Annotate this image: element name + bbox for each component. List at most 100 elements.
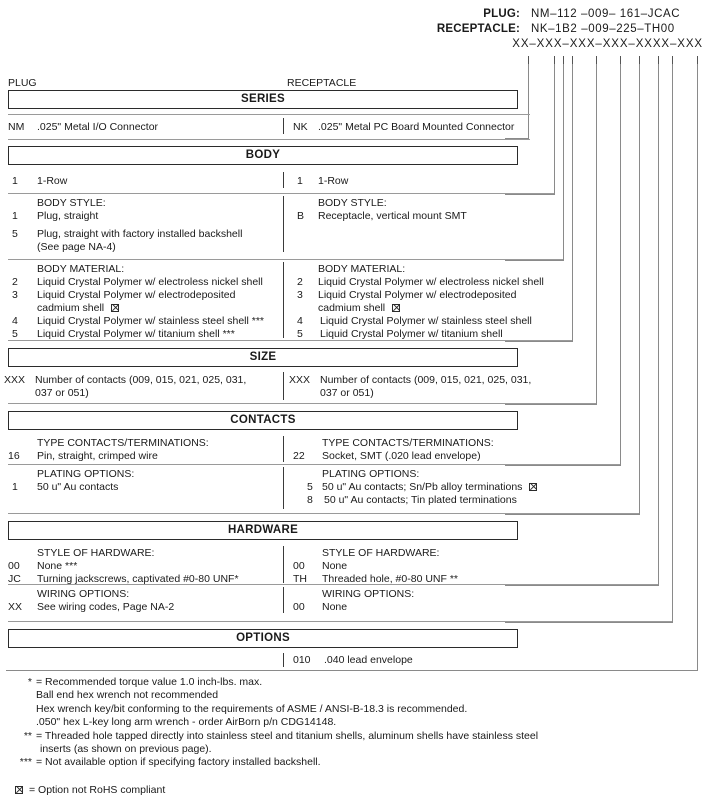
size-right-line1: Number of contacts (009, 015, 021, 025, … — [320, 374, 532, 386]
non-rohs-icon — [110, 304, 119, 312]
hardware-style-left-code-0: 00 — [8, 560, 20, 572]
section-title-contacts: CONTACTS — [8, 411, 518, 430]
leader-body-v — [554, 64, 555, 194]
leader-body-material-h — [505, 341, 573, 342]
leader-hardware-style-h — [505, 585, 659, 586]
size-left-line1: Number of contacts (009, 015, 021, 025, … — [35, 374, 247, 386]
sep-hardware-style — [8, 584, 658, 585]
receptacle-part-number-row: RECEPTACLE: NK–1B2 –009–225–TH00 — [420, 23, 703, 38]
column-caption-receptacle: RECEPTACLE — [287, 77, 357, 89]
body-row-left-code: 1 — [12, 175, 18, 187]
plating-right-text-0: 50 u" Au contacts; Sn/Pb alloy terminati… — [322, 481, 538, 494]
size-right-line2: 037 or 051) — [320, 387, 374, 399]
sep-body-material — [8, 340, 572, 341]
sep-contacts-type — [8, 464, 620, 465]
hardware-style-right-heading: STYLE OF HARDWARE: — [322, 547, 440, 559]
tick-plating — [639, 56, 640, 64]
plug-part-number-row: PLUG: NM–112 –009– 161–JCAC — [420, 8, 703, 23]
options-right-code-0: 010 — [293, 654, 311, 666]
body-style-right-code-0: B — [297, 210, 305, 222]
leader-options-v — [697, 64, 698, 670]
body-row-left-text: 1-Row — [37, 175, 68, 187]
body-material-left-code-4: 5 — [12, 328, 18, 340]
rohs-legend: = Option not RoHS compliant — [6, 784, 696, 796]
plating-right-text-0-label: 50 u" Au contacts; Sn/Pb alloy terminati… — [322, 481, 523, 493]
plug-label: PLUG: — [483, 8, 520, 20]
options-right-text-0: .040 lead envelope — [324, 654, 413, 666]
body-material-right-text-2-label: cadmium shell — [318, 302, 386, 314]
size-right-code: XXX — [289, 374, 311, 386]
leader-size-v — [596, 64, 597, 404]
body-style-left-text-2: (See page NA-4) — [37, 241, 116, 253]
section-title-series: SERIES — [8, 90, 518, 109]
contacts-type-right-text-0: Socket, SMT (.020 lead envelope) — [322, 450, 481, 462]
footnote-body-2: = Threaded hole tapped directly into sta… — [36, 729, 539, 742]
divider-body-row — [283, 172, 285, 188]
hardware-style-right-text-0: None — [322, 560, 348, 572]
footnote-single-asterisk: * = Recommended torque value 1.0 inch-lb… — [6, 676, 696, 689]
footnote-1-line-2: Ball end hex wrench not recommended — [36, 689, 219, 702]
leader-plating-v — [639, 64, 640, 514]
wiring-right-text-0: None — [322, 601, 348, 613]
non-rohs-icon — [15, 785, 23, 794]
divider-wiring — [283, 587, 285, 613]
body-style-left-text-1: Plug, straight with factory installed ba… — [37, 228, 243, 240]
series-right-code: NK — [293, 121, 308, 133]
body-material-left-text-0: Liquid Crystal Polymer w/ electroless ni… — [37, 276, 263, 288]
section-title-size: SIZE — [8, 348, 518, 367]
divider-body-material — [283, 262, 285, 338]
sep-size — [8, 403, 596, 404]
section-title-body: BODY — [8, 146, 518, 165]
body-style-left-heading: BODY STYLE: — [37, 197, 106, 209]
leader-body-h — [505, 194, 555, 195]
leader-hardware-style-v — [658, 64, 659, 585]
body-style-right-heading: BODY STYLE: — [318, 197, 387, 209]
leader-series-h — [505, 138, 529, 139]
tick-options — [697, 56, 698, 64]
footnotes: * = Recommended torque value 1.0 inch-lb… — [6, 676, 696, 796]
tick-body-material — [572, 56, 573, 64]
hardware-style-left-text-1: Turning jackscrews, captivated #0-80 UNF… — [37, 573, 239, 585]
body-row-right-text: 1-Row — [318, 175, 349, 187]
sep-plating — [8, 513, 639, 514]
body-material-left-code-0: 2 — [12, 276, 18, 288]
part-number-mask: XX–XXX–XXX–XXX–XXXX–XXX — [512, 38, 703, 50]
body-style-right-text-0: Receptacle, vertical mount SMT — [318, 210, 467, 222]
sep-series-top — [8, 114, 530, 115]
column-caption-plug: PLUG — [8, 77, 37, 89]
plating-left-heading: PLATING OPTIONS: — [37, 468, 135, 480]
body-material-left-text-2-label: cadmium shell — [37, 302, 105, 314]
leader-body-style-v — [563, 64, 564, 260]
receptacle-part-number: NK–1B2 –009–225–TH00 — [531, 23, 675, 35]
non-rohs-icon — [529, 483, 538, 491]
tick-size — [596, 56, 597, 64]
divider-options — [283, 653, 285, 667]
sep-body-style — [8, 259, 563, 260]
divider-series — [283, 118, 285, 134]
plating-left-text-0: 50 u" Au contacts — [37, 481, 119, 493]
body-material-left-text-3: Liquid Crystal Polymer w/ stainless stee… — [37, 315, 265, 327]
series-right-text: .025" Metal PC Board Mounted Connector — [318, 121, 515, 133]
footnote-2-line-2: inserts (as shown on previous page). — [40, 743, 212, 756]
hardware-style-right-code-0: 00 — [293, 560, 305, 572]
non-rohs-icon — [391, 304, 400, 312]
receptacle-label: RECEPTACLE: — [436, 23, 520, 35]
body-material-right-code-1: 3 — [297, 289, 303, 301]
footnote-mark-1: * — [27, 676, 32, 688]
footnote-body-1: = Recommended torque value 1.0 inch-lbs.… — [36, 676, 263, 688]
leader-options-h — [6, 670, 698, 671]
divider-body-style — [283, 196, 285, 252]
body-material-left-heading: BODY MATERIAL: — [37, 263, 125, 275]
hardware-style-right-text-1: Threaded hole, #0-80 UNF ** — [322, 573, 458, 585]
plating-right-text-1: 50 u" Au contacts; Tin plated terminatio… — [324, 494, 517, 506]
leader-wiring-h — [505, 622, 673, 623]
part-number-block: PLUG: NM–112 –009– 161–JCAC RECEPTACLE: … — [420, 8, 703, 53]
leader-series-v — [528, 64, 529, 138]
footnote-mark-3: *** — [19, 756, 32, 769]
body-material-right-text-3: Liquid Crystal Polymer w/ stainless stee… — [320, 315, 532, 327]
leader-body-style-h — [505, 260, 564, 261]
leader-contact-type-h — [505, 465, 621, 466]
body-material-left-code-3: 4 — [12, 315, 18, 327]
contacts-type-left-heading: TYPE CONTACTS/TERMINATIONS: — [37, 437, 209, 449]
